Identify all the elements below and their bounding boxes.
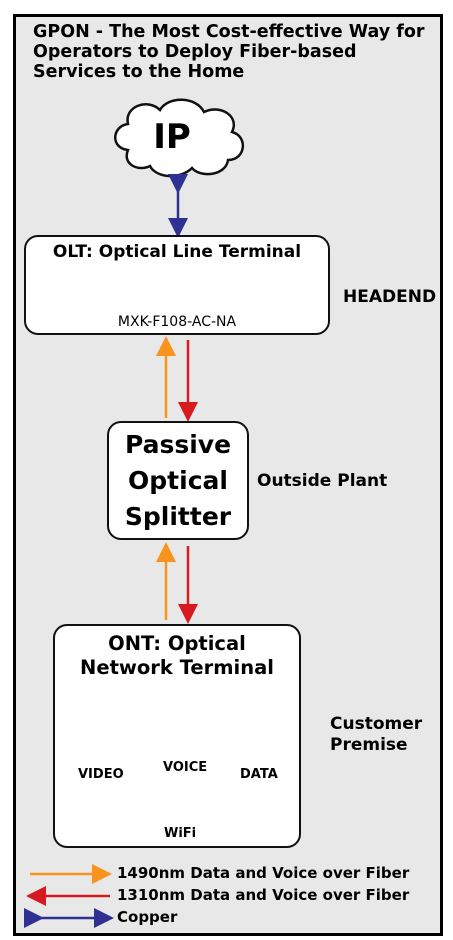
video-label: VIDEO xyxy=(78,767,124,782)
legend-label-1310: 1310nm Data and Voice over Fiber xyxy=(117,886,410,904)
ont-title: ONT: Optical Network Terminal xyxy=(80,632,274,679)
data-label: DATA xyxy=(240,767,278,782)
olt-title: OLT: Optical Line Terminal xyxy=(52,242,302,262)
olt-box: OLT: Optical Line Terminal MXK-F108-AC-N… xyxy=(24,235,330,335)
legend-label-copper: Copper xyxy=(117,908,178,926)
voice-label: VOICE xyxy=(163,760,208,775)
diagram-title: GPON - The Most Cost-effective Way for O… xyxy=(33,22,425,82)
ip-cloud-icon xyxy=(114,98,244,178)
olt-model-label: MXK-F108-AC-NA xyxy=(117,314,237,330)
splitter-box: Passive Optical Splitter xyxy=(107,421,249,540)
outside-plant-label: Outside Plant xyxy=(257,471,388,491)
splitter-label: Passive Optical Splitter xyxy=(124,430,232,531)
headend-label: HEADEND xyxy=(343,287,437,307)
ont-box: ONT: Optical Network Terminal xyxy=(53,624,301,848)
ip-label: IP xyxy=(153,117,191,157)
legend-label-1490: 1490nm Data and Voice over Fiber xyxy=(117,864,410,882)
wifi-label: WiFi xyxy=(164,826,197,841)
customer-premise-label: Customer Premise xyxy=(330,714,423,755)
